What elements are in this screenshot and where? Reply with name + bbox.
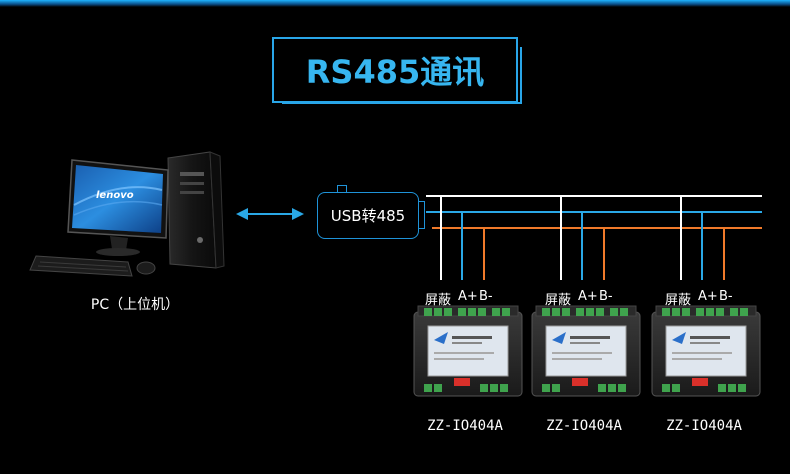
pin-b-label: B- (719, 289, 733, 304)
monitor-brand: lenovo (96, 190, 134, 201)
pin-a-label: A+ (458, 289, 478, 304)
pin-a-label: A+ (698, 289, 718, 304)
pc-tower (167, 151, 225, 269)
io-module-3 (651, 305, 761, 397)
pc-label: PC（上位机） (90, 297, 180, 313)
usb-to-485-converter: USB转485 (317, 192, 419, 239)
converter-tab-left (337, 185, 347, 193)
converter-label: USB转485 (330, 207, 406, 225)
page-title: RS485通讯 (305, 53, 485, 91)
module-model-label: ZZ-IO404A (666, 418, 742, 434)
bidirectional-arrow (236, 208, 304, 220)
pin-shield-label: 屏蔽 (545, 293, 572, 308)
rs485-bus (426, 195, 762, 280)
top-accent-line (0, 0, 790, 7)
io-module-2 (531, 305, 641, 397)
converter-tab-right (418, 201, 425, 229)
module-model-label: ZZ-IO404A (427, 418, 503, 434)
pin-shield-label: 屏蔽 (425, 293, 452, 308)
module-model-label: ZZ-IO404A (546, 418, 622, 434)
keyboard (29, 255, 133, 277)
pin-b-label: B- (599, 289, 613, 304)
pin-shield-label: 屏蔽 (665, 293, 692, 308)
pc-monitor: lenovo (67, 159, 169, 256)
pin-a-label: A+ (578, 289, 598, 304)
io-module-1 (413, 305, 523, 397)
title-shadow-frame (282, 47, 522, 104)
pin-b-label: B- (479, 289, 493, 304)
mouse (136, 261, 156, 275)
